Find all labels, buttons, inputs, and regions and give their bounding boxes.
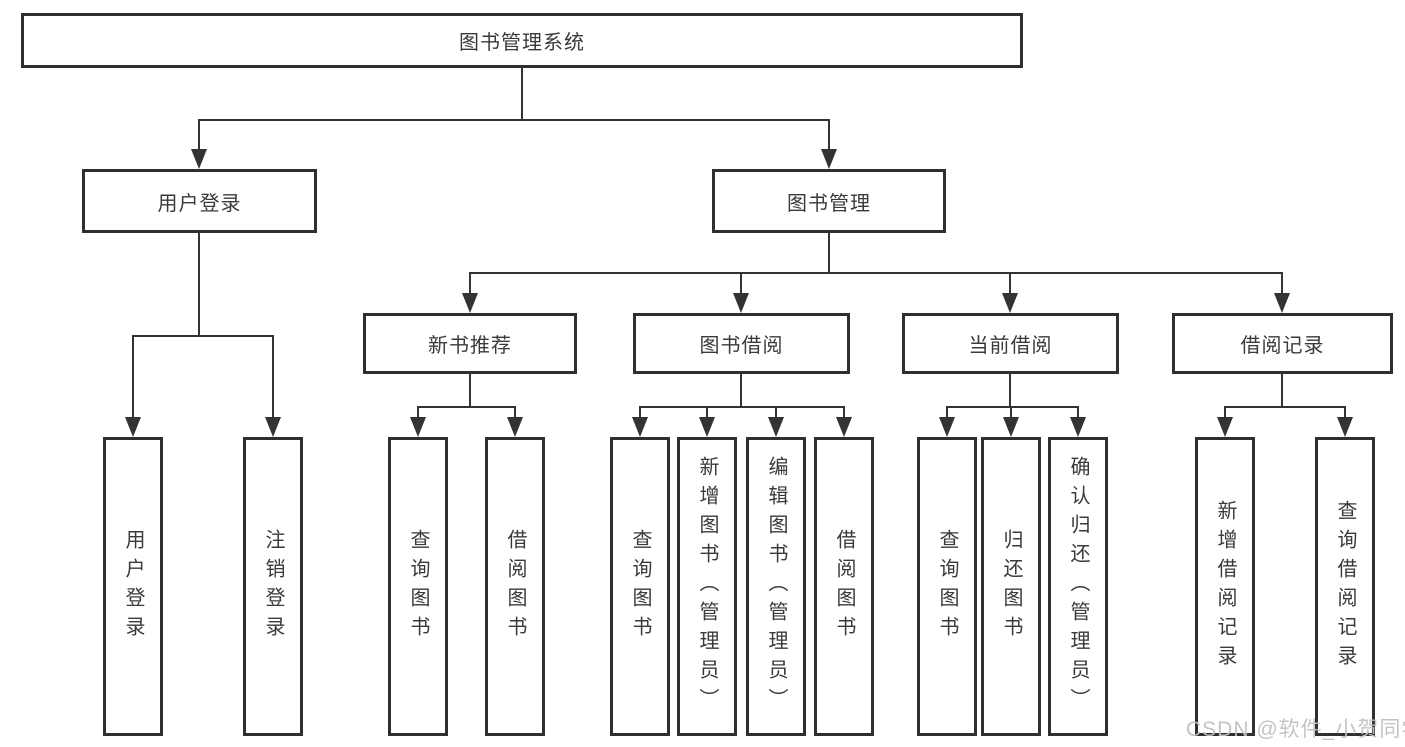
leaf-label: 查询图书 [936,528,958,645]
node-label: 当前借阅 [968,335,1053,357]
leaf-label: 查询借阅记录 [1334,499,1356,674]
connector-line [198,119,830,121]
leaf-label: 归还图书 [1000,528,1022,645]
connector-line [706,406,708,419]
connector-line [1224,406,1226,419]
arrowhead-down-icon [1274,293,1290,313]
connector-line [946,406,1079,408]
leaf-edit-books-admin: 编辑图书（管理员） [746,437,806,736]
node-book-management: 图书管理 [712,169,946,233]
arrowhead-down-icon [836,417,852,437]
leaf-label: 用户登录 [122,528,144,645]
arrowhead-down-icon [939,417,955,437]
node-label: 图书管理系统 [459,32,585,54]
node-borrowing-records: 借阅记录 [1172,313,1393,374]
connector-line [1224,406,1346,408]
connector-line [198,119,200,150]
leaf-query-books-current: 查询图书 [917,437,977,736]
arrowhead-down-icon [191,149,207,169]
connector-line [469,374,471,408]
node-user-login: 用户登录 [82,169,317,233]
connector-line [132,335,134,419]
leaf-logout: 注销登录 [243,437,303,736]
leaf-query-borrow-record: 查询借阅记录 [1315,437,1375,736]
arrowhead-down-icon [1070,417,1086,437]
node-label: 新书推荐 [428,335,512,357]
node-label: 借阅记录 [1240,335,1325,357]
arrowhead-down-icon [1002,293,1018,313]
arrowhead-down-icon [1217,417,1233,437]
leaf-query-books-recommend: 查询图书 [388,437,448,736]
leaf-return-books: 归还图书 [981,437,1041,736]
node-label: 图书管理 [787,192,871,215]
leaf-query-books-borrow: 查询图书 [610,437,670,736]
arrowhead-down-icon [462,293,478,313]
node-library-management-system: 图书管理系统 [21,13,1023,68]
leaf-label: 借阅图书 [504,528,526,645]
connector-line [1010,406,1012,419]
connector-line [828,119,830,150]
connector-line [469,272,1283,274]
leaf-label: 确认归还（管理员） [1067,456,1089,717]
leaf-label: 注销登录 [262,528,284,645]
leaf-add-borrow-record: 新增借阅记录 [1195,437,1255,736]
arrowhead-down-icon [821,149,837,169]
leaf-confirm-return-admin: 确认归还（管理员） [1048,437,1108,736]
connector-line [946,406,948,419]
leaf-label: 编辑图书（管理员） [765,456,787,717]
connector-line [1281,374,1283,408]
node-book-borrowing: 图书借阅 [633,313,850,374]
connector-line [639,406,845,408]
arrowhead-down-icon [410,417,426,437]
connector-line [514,406,516,419]
connector-line [775,406,777,419]
arrowhead-down-icon [632,417,648,437]
connector-line [1077,406,1079,419]
connector-line [740,374,742,408]
connector-line [843,406,845,419]
arrowhead-down-icon [699,417,715,437]
connector-line [272,335,274,419]
arrowhead-down-icon [1003,417,1019,437]
connector-line [639,406,641,419]
leaf-borrow-books: 借阅图书 [814,437,874,736]
connector-line [417,406,419,419]
arrowhead-down-icon [768,417,784,437]
csdn-watermark: CSDN @软件_小贺同学 [1186,718,1405,741]
connector-line [1344,406,1346,419]
node-label: 用户登录 [157,192,242,215]
connector-line [417,406,516,408]
connector-line [469,272,471,295]
connector-line [1281,272,1283,295]
leaf-label: 查询图书 [407,528,429,645]
arrowhead-down-icon [265,417,281,437]
leaf-label: 新增借阅记录 [1214,499,1236,674]
connector-line [132,335,274,337]
leaf-borrow-books-recommend: 借阅图书 [485,437,545,736]
leaf-label: 借阅图书 [833,528,855,645]
leaf-add-books-admin: 新增图书（管理员） [677,437,737,736]
connector-line [1009,374,1011,408]
arrowhead-down-icon [125,417,141,437]
connector-line [828,232,830,274]
arrowhead-down-icon [507,417,523,437]
connector-line [198,233,200,337]
node-current-borrowing: 当前借阅 [902,313,1119,374]
leaf-label: 新增图书（管理员） [696,456,718,717]
arrowhead-down-icon [733,293,749,313]
node-label: 图书借阅 [699,335,784,357]
connector-line [521,66,523,120]
leaf-label: 查询图书 [629,528,651,645]
connector-line [1009,272,1011,295]
node-new-book-recommendation: 新书推荐 [363,313,577,374]
leaf-user-login: 用户登录 [103,437,163,736]
arrowhead-down-icon [1337,417,1353,437]
connector-line [740,272,742,295]
